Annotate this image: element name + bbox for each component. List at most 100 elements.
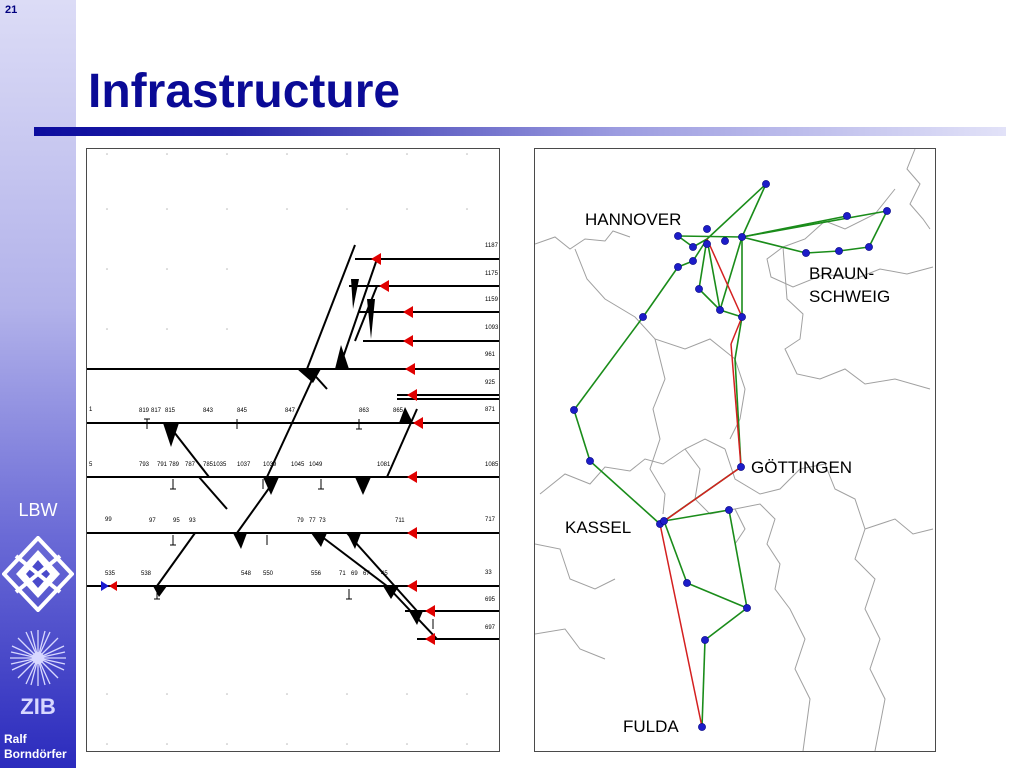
title-underline (34, 127, 1006, 136)
track-label: 99 (105, 517, 112, 523)
network-node (883, 207, 891, 215)
sidebar: 21 LBW ZIB Ralf Borndörfer (0, 0, 76, 768)
track-label: 93 (189, 518, 196, 524)
city-label-kassel: KASSEL (565, 518, 631, 537)
track-label: 1 (89, 407, 93, 413)
track-label: 695 (485, 597, 496, 603)
track-layout-diagram: 1187 1175 1159 1093 961 925 871 1085 717… (86, 148, 500, 752)
network-node (698, 723, 706, 731)
city-label-braunschweig-1: BRAUN- (809, 264, 874, 283)
network-nodes (570, 180, 891, 731)
track-label: 550 (263, 571, 274, 577)
track-label: 817 (151, 408, 162, 414)
network-node (843, 212, 851, 220)
network-links-red (659, 238, 743, 728)
track-label: 69 (351, 571, 358, 577)
network-node (703, 225, 711, 233)
track-label: 71 (339, 571, 346, 577)
track-label: 73 (319, 518, 326, 524)
page-title: Infrastructure (88, 65, 401, 118)
track-label: 1081 (377, 462, 391, 468)
switch-wedges (153, 279, 423, 625)
tracks (87, 244, 499, 640)
track-label: 1085 (485, 462, 499, 468)
track-label: 847 (285, 408, 296, 414)
lbw-label: LBW (18, 500, 58, 520)
network-node (835, 247, 843, 255)
track-label: 77 (309, 518, 316, 524)
track-label: 1159 (485, 297, 499, 303)
network-node (703, 240, 711, 248)
signal-marker-blue (101, 581, 109, 591)
network-node (683, 579, 691, 587)
network-node (865, 243, 873, 251)
track-label: 845 (237, 408, 248, 414)
track-label: 538 (141, 571, 152, 577)
author-first-name: Ralf (4, 732, 27, 746)
track-label: 925 (485, 380, 496, 386)
network-node (689, 257, 697, 265)
track-label: 548 (241, 571, 252, 577)
network-node (689, 243, 697, 251)
network-node (738, 233, 746, 241)
track-label: 843 (203, 408, 214, 414)
track-label: 863 (359, 408, 370, 414)
track-label: 697 (485, 625, 496, 631)
track-label: 1187 (485, 243, 499, 249)
track-label: 1175 (485, 271, 499, 277)
network-node (695, 285, 703, 293)
network-node (738, 313, 746, 321)
city-label-fulda: FULDA (623, 717, 679, 736)
track-label: 871 (485, 407, 496, 413)
grid-dots (106, 153, 468, 745)
track-label: 1045 (291, 462, 305, 468)
network-node (701, 636, 709, 644)
network-node (674, 263, 682, 271)
railway-network-map: HANNOVER BRAUN- SCHWEIG GÖTTINGEN KASSEL… (534, 148, 936, 752)
network-node (721, 237, 729, 245)
track-label: 1035 (213, 462, 227, 468)
track-label: 791 (157, 462, 168, 468)
track-label: 67 (363, 571, 370, 577)
author-last-name: Borndörfer (4, 747, 67, 761)
track-label: 95 (173, 518, 180, 524)
track-label: 535 (105, 571, 116, 577)
network-node (725, 506, 733, 514)
network-node (639, 313, 647, 321)
track-label: 865 (393, 408, 404, 414)
city-label-hannover: HANNOVER (585, 210, 681, 229)
track-label: 1037 (237, 462, 251, 468)
track-label: 785 (203, 462, 214, 468)
track-label: 793 (139, 462, 150, 468)
network-node (737, 463, 745, 471)
track-label: 789 (169, 462, 180, 468)
track-label: 1039 (263, 462, 277, 468)
track-label: 815 (165, 408, 176, 414)
track-label: 711 (395, 518, 405, 524)
network-links-green (573, 183, 888, 728)
network-node (586, 457, 594, 465)
network-node (762, 180, 770, 188)
network-node (660, 517, 668, 525)
track-label: 556 (311, 571, 322, 577)
network-node (674, 232, 682, 240)
track-label: 5 (89, 462, 93, 468)
track-label: 717 (485, 517, 496, 523)
track-label: 787 (185, 462, 196, 468)
network-node (716, 306, 724, 314)
zib-logo-text: ZIB (20, 694, 55, 719)
network-node (802, 249, 810, 257)
city-label-braunschweig-2: SCHWEIG (809, 287, 890, 306)
track-label: 33 (485, 570, 492, 576)
city-label-goettingen: GÖTTINGEN (751, 458, 852, 477)
track-label: 819 (139, 408, 150, 414)
network-node (570, 406, 578, 414)
track-label: 1049 (309, 462, 323, 468)
track-label: 79 (297, 518, 304, 524)
signal-markers (109, 253, 435, 645)
slide-number: 21 (5, 4, 18, 16)
author: Ralf Borndörfer (4, 732, 67, 762)
track-label: 1093 (485, 325, 499, 331)
zib-logo-icon: ZIB (10, 630, 66, 719)
track-label: 97 (149, 518, 156, 524)
